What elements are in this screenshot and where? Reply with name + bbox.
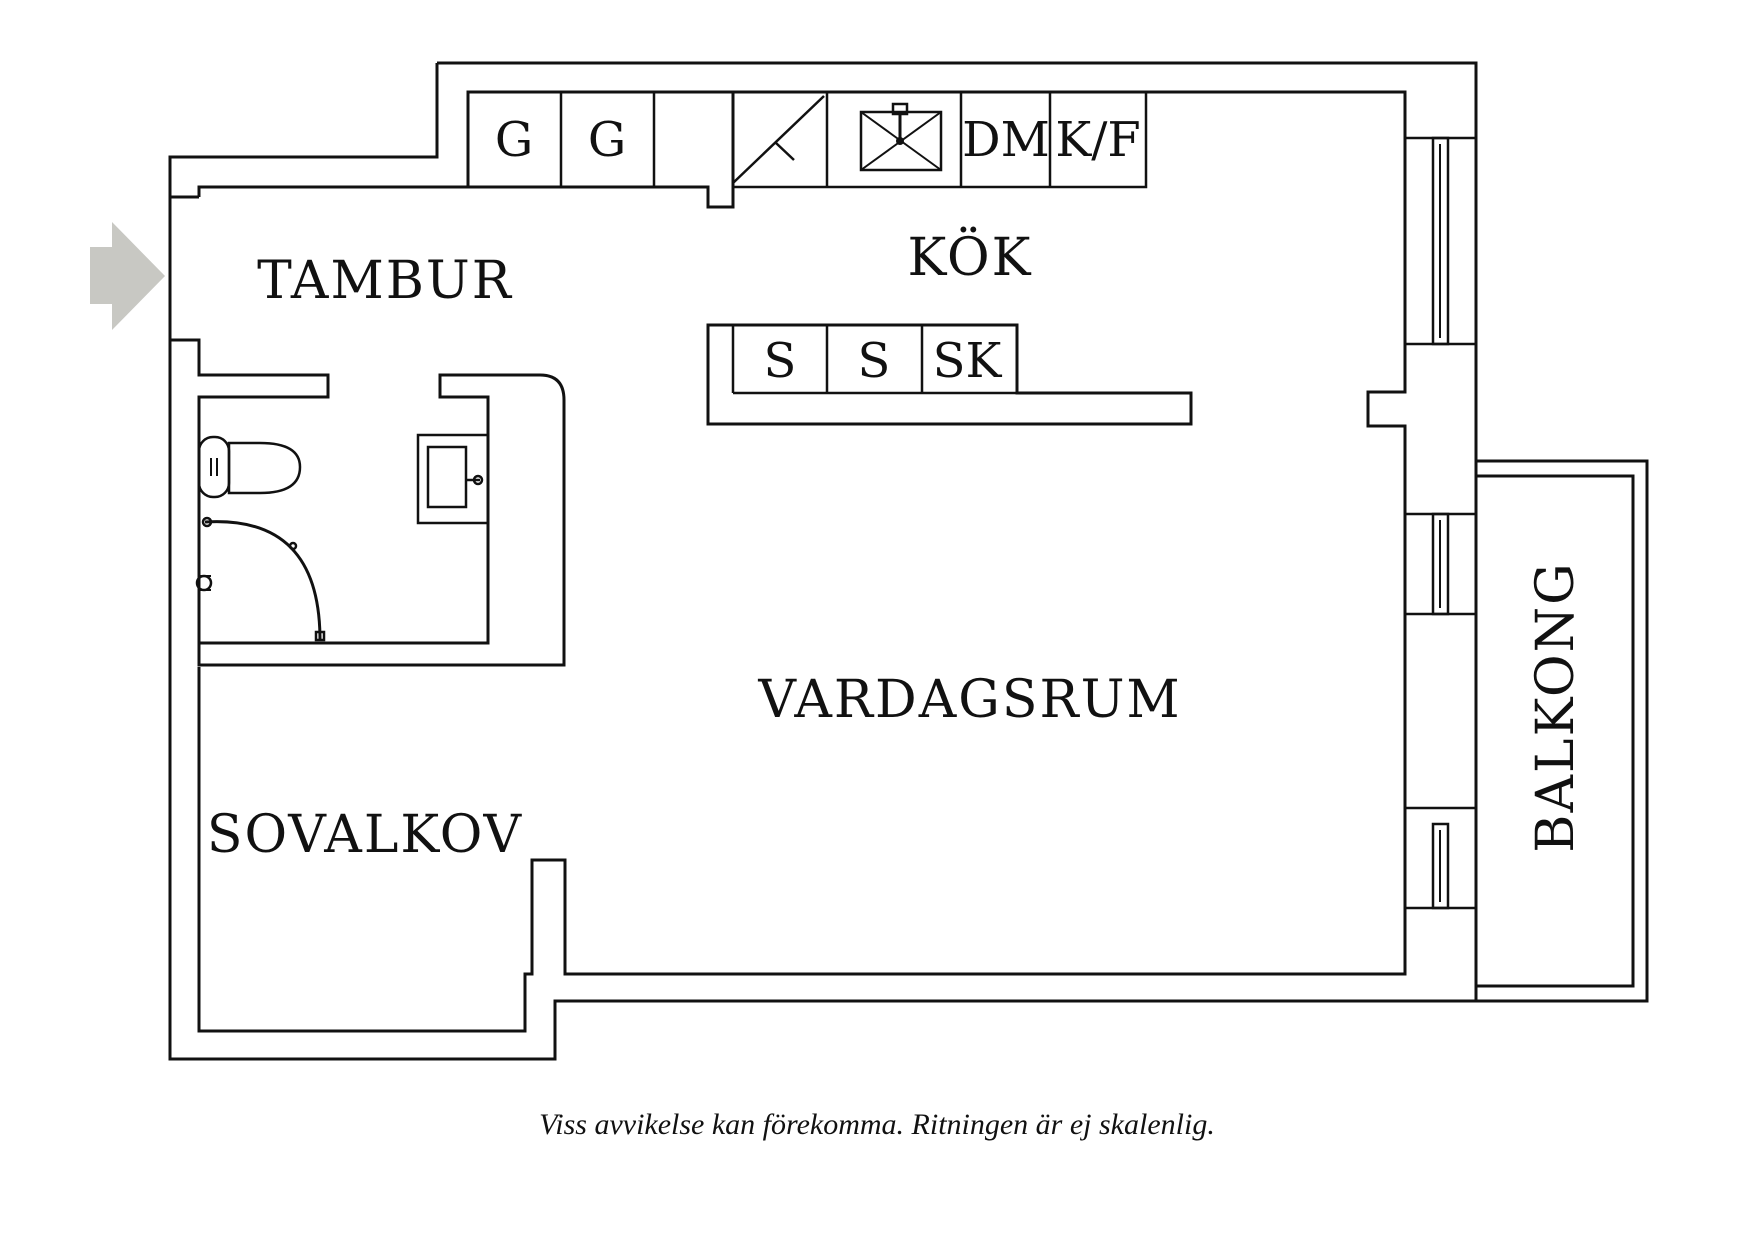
wardrobe-2-label: G: [588, 112, 626, 168]
fridge-freezer-label: K/F: [1055, 112, 1140, 168]
inner-wall-top: [197, 90, 1407, 1033]
washbasin-icon: [416, 433, 490, 525]
window-middle: [1403, 512, 1478, 616]
cabinet-2-label: S: [858, 333, 891, 389]
room-label-sovalkov: SOVALKOV: [207, 805, 523, 865]
entrance-arrow-icon: [90, 222, 165, 330]
bathroom-wall: [197, 373, 566, 667]
kitchen-sink-icon: [859, 102, 943, 172]
tambur-wall-lower: [170, 338, 330, 643]
room-label-tambur: TAMBUR: [257, 251, 513, 311]
window-upper: [1403, 136, 1478, 346]
wardrobe-row: [466, 90, 656, 189]
disclaimer-note: Viss avvikelse kan förekomma. Ritningen …: [539, 1108, 1215, 1141]
toilet-icon: [197, 435, 302, 499]
stove-icon: [732, 95, 825, 184]
window-lower: [1403, 806, 1478, 910]
room-label-vardagsrum: VARDAGSRUM: [757, 670, 1181, 730]
dishwasher-label: DM: [962, 112, 1050, 168]
balcony-inner: [1474, 474, 1635, 988]
kitchen-counter-top: [731, 90, 1148, 189]
room-label-balkong: BALKONG: [1526, 561, 1586, 852]
broom-cabinet-label: SK: [933, 333, 1003, 389]
outer-wall: [168, 61, 1478, 1061]
shower-curtain-icon: [195, 516, 326, 642]
room-label-kok: KÖK: [908, 227, 1033, 288]
cabinet-1-label: S: [764, 333, 797, 389]
kitchen-island: [706, 323, 1193, 426]
wardrobe-1-label: G: [495, 112, 533, 168]
